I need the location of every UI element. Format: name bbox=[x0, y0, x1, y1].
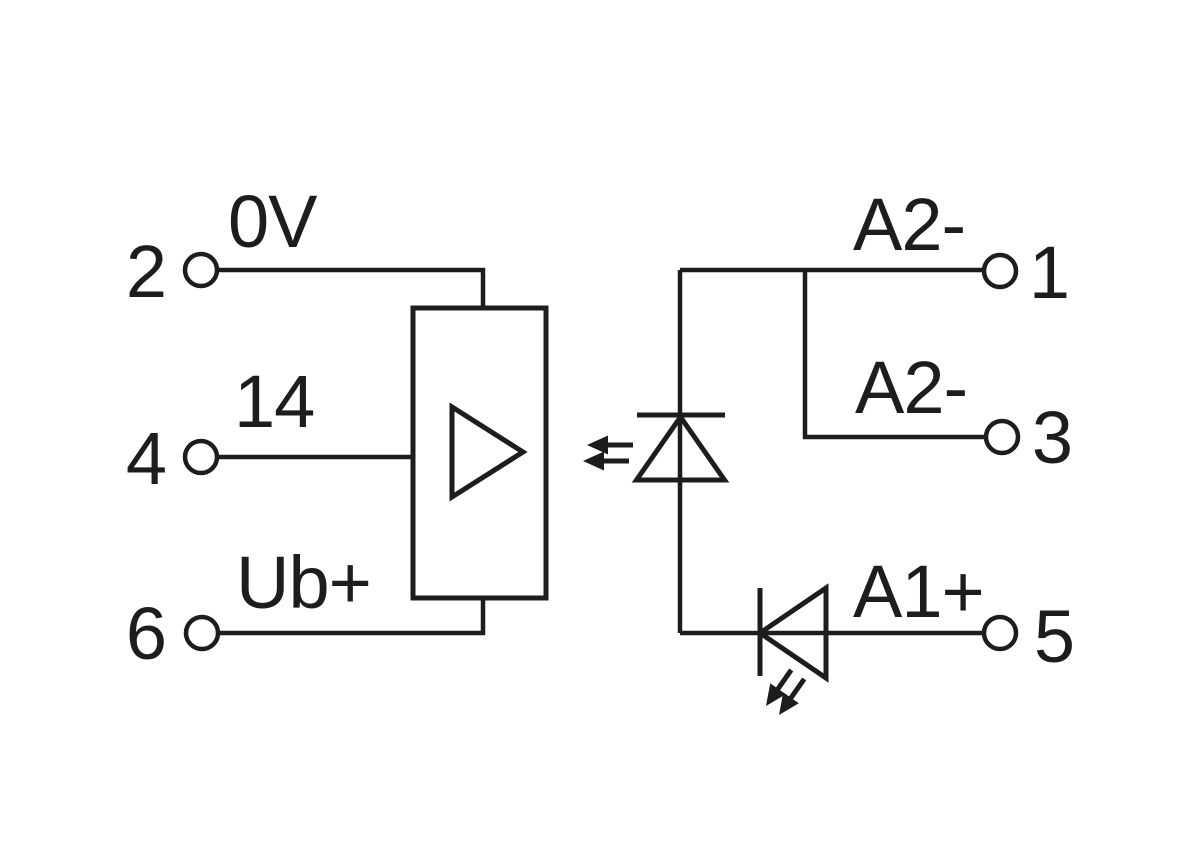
amplifier-triangle-icon bbox=[449, 402, 528, 502]
terminal-4-label: 14 bbox=[234, 360, 314, 443]
terminal-4-number: 4 bbox=[126, 417, 166, 500]
indicator-led-icon bbox=[755, 583, 829, 683]
terminal-5-circle bbox=[981, 614, 1019, 652]
terminal-1-circle bbox=[981, 252, 1019, 290]
terminal-3-label: A2- bbox=[855, 346, 967, 429]
terminal-6-circle bbox=[183, 614, 221, 652]
terminal-1-number: 1 bbox=[1029, 231, 1069, 314]
led-emission-arrow-icon bbox=[779, 677, 807, 715]
light-arrow-icon bbox=[587, 435, 633, 455]
led-emission-arrow-icon bbox=[766, 668, 794, 706]
terminal-6-label: Ub+ bbox=[236, 541, 371, 624]
terminal-6-number: 6 bbox=[126, 592, 166, 675]
amplifier-box bbox=[410, 305, 549, 601]
terminal-2-label: 0V bbox=[228, 180, 318, 263]
terminal-5-label: A1+ bbox=[853, 550, 984, 633]
terminal-1-label: A2- bbox=[853, 183, 965, 266]
wire-terminal2-to-box bbox=[219, 267, 486, 308]
terminal-5-number: 5 bbox=[1034, 595, 1074, 678]
wire-terminal6-to-box bbox=[219, 598, 486, 636]
terminal-3-circle bbox=[983, 418, 1021, 456]
terminal-3-number: 3 bbox=[1032, 396, 1072, 479]
terminal-4-circle bbox=[182, 438, 220, 476]
terminal-2-number: 2 bbox=[126, 230, 166, 313]
light-arrow-icon bbox=[583, 451, 629, 471]
wire-branch-to-terminal3 bbox=[802, 270, 985, 440]
optocoupler-diode-icon bbox=[631, 412, 730, 483]
terminal-2-circle bbox=[182, 251, 220, 289]
